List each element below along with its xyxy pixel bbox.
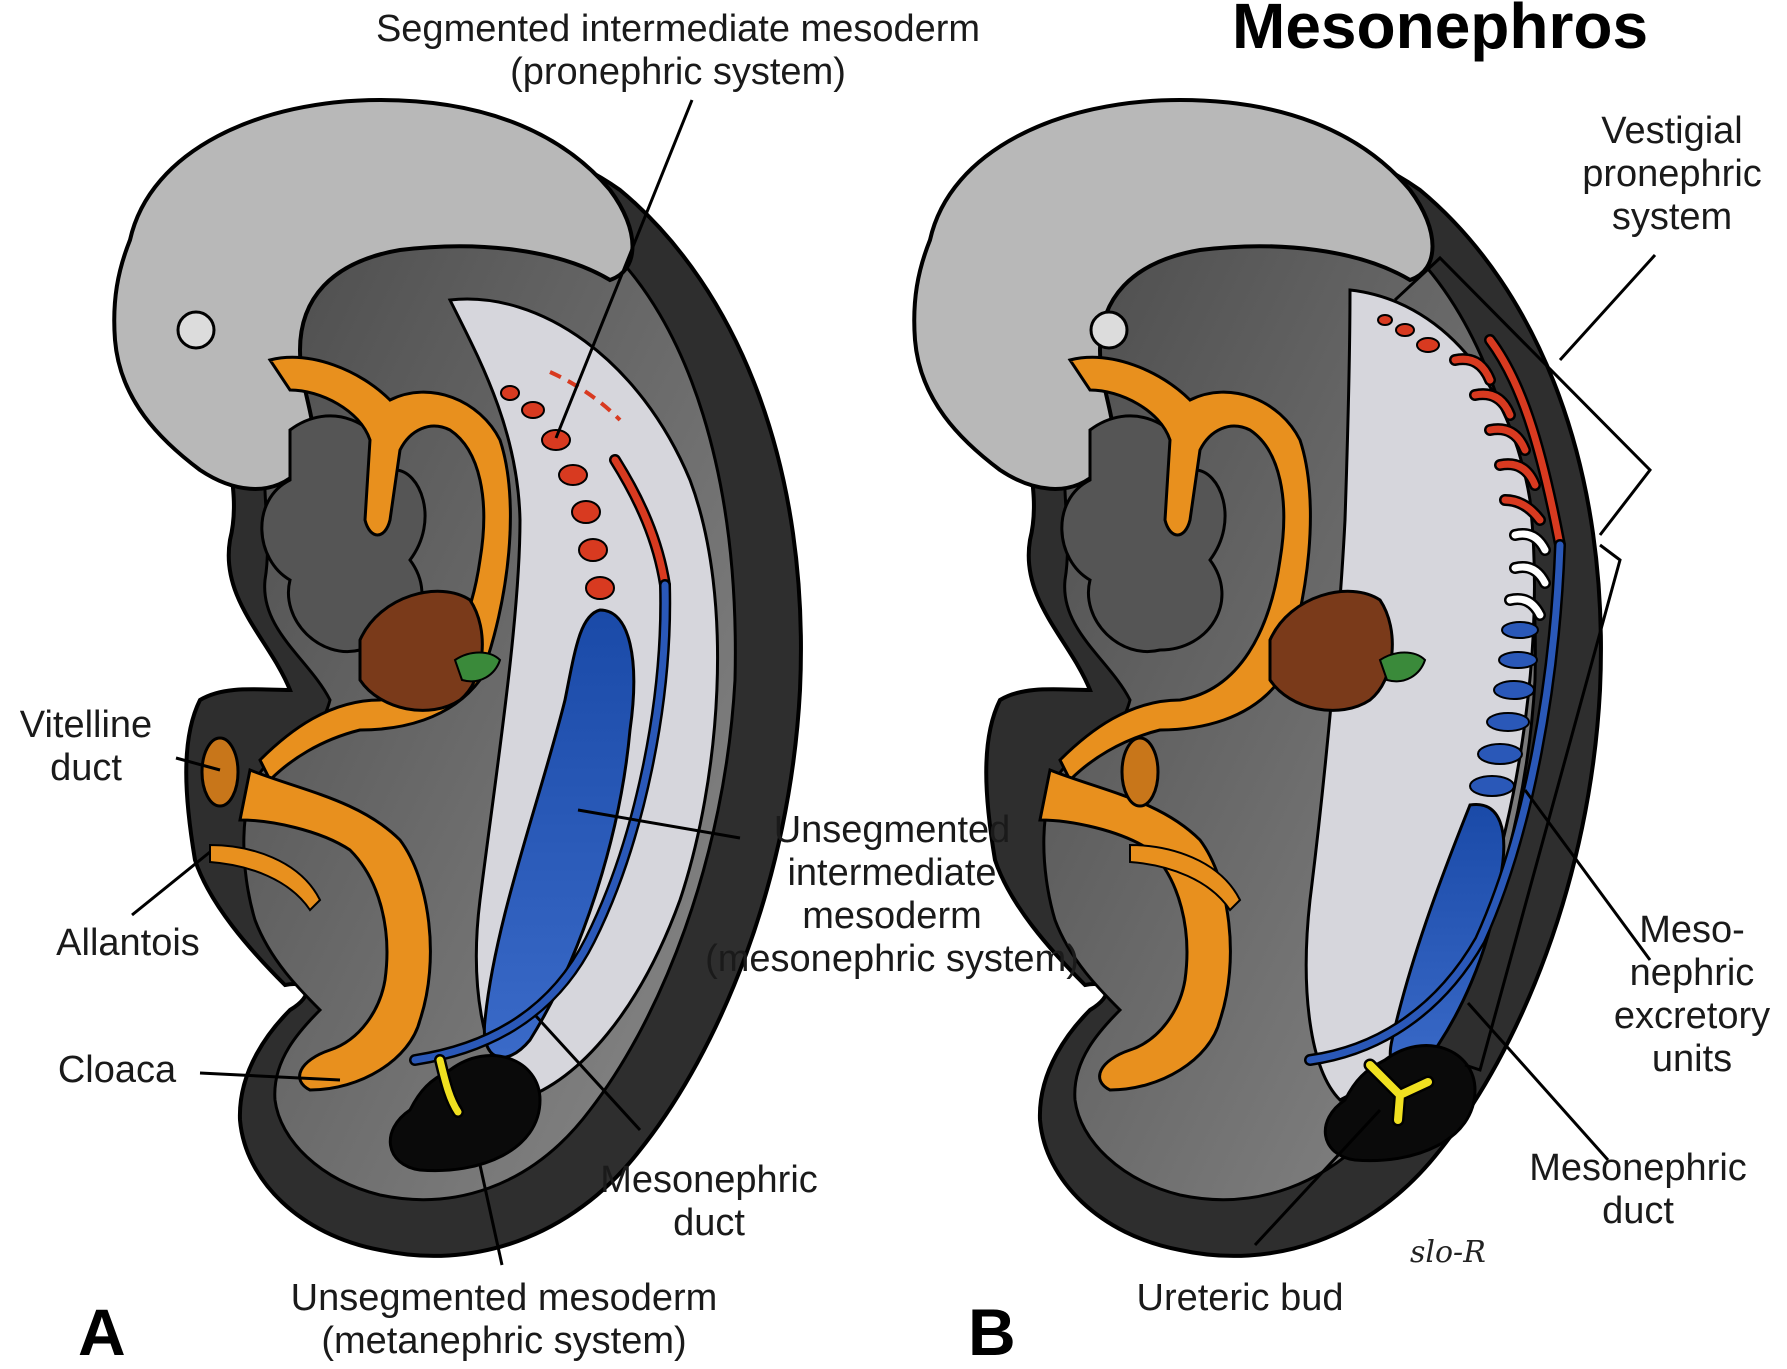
label-excretory-4: units (1652, 1038, 1732, 1080)
embryo-b-eye (1091, 312, 1127, 348)
diagram-title: Mesonephros (1232, 0, 1648, 62)
label-ureteric-bud: Ureteric bud (1137, 1277, 1344, 1319)
label-a-meso-duct-1: Mesonephric (600, 1159, 818, 1201)
label-vitelline-1: Vitelline (20, 704, 152, 746)
panel-a-embryo (114, 100, 801, 1256)
label-allantois: Allantois (56, 922, 200, 964)
label-a-meso-duct-2: duct (673, 1202, 745, 1244)
label-excretory-1: Meso- (1639, 909, 1745, 951)
label-segmented-1: Segmented intermediate mesoderm (376, 8, 980, 50)
label-excretory-3: excretory (1614, 995, 1770, 1037)
label-segmented-2: (pronephric system) (510, 51, 846, 93)
embryo-a-eye (178, 312, 214, 348)
label-vestigial-3: system (1612, 196, 1732, 238)
label-b-meso-duct-2: duct (1602, 1190, 1674, 1232)
embryo-a-vitelline-duct (202, 738, 238, 806)
embryo-b-vitelline-duct (1122, 738, 1158, 806)
label-vitelline-2: duct (50, 747, 122, 789)
label-unseg-inter-2: intermediate (787, 852, 996, 894)
artist-signature: slo-R (1410, 1235, 1486, 1270)
label-vestigial-2: pronephric (1582, 153, 1762, 195)
panel-a-letter: A (78, 1295, 126, 1369)
label-unseg-inter-1: Unsegmented (774, 809, 1011, 851)
label-excretory-2: nephric (1630, 952, 1755, 994)
label-unseg-meso-2: (metanephric system) (321, 1320, 686, 1362)
label-vestigial-1: Vestigial (1601, 110, 1743, 152)
label-unseg-meso-1: Unsegmented mesoderm (291, 1277, 718, 1319)
label-unseg-inter-4: (mesonephric system) (705, 938, 1079, 980)
panel-b-letter: B (968, 1295, 1016, 1369)
label-cloaca: Cloaca (58, 1049, 177, 1091)
label-b-meso-duct-1: Mesonephric (1529, 1147, 1747, 1189)
label-unseg-inter-3: mesoderm (802, 895, 982, 937)
